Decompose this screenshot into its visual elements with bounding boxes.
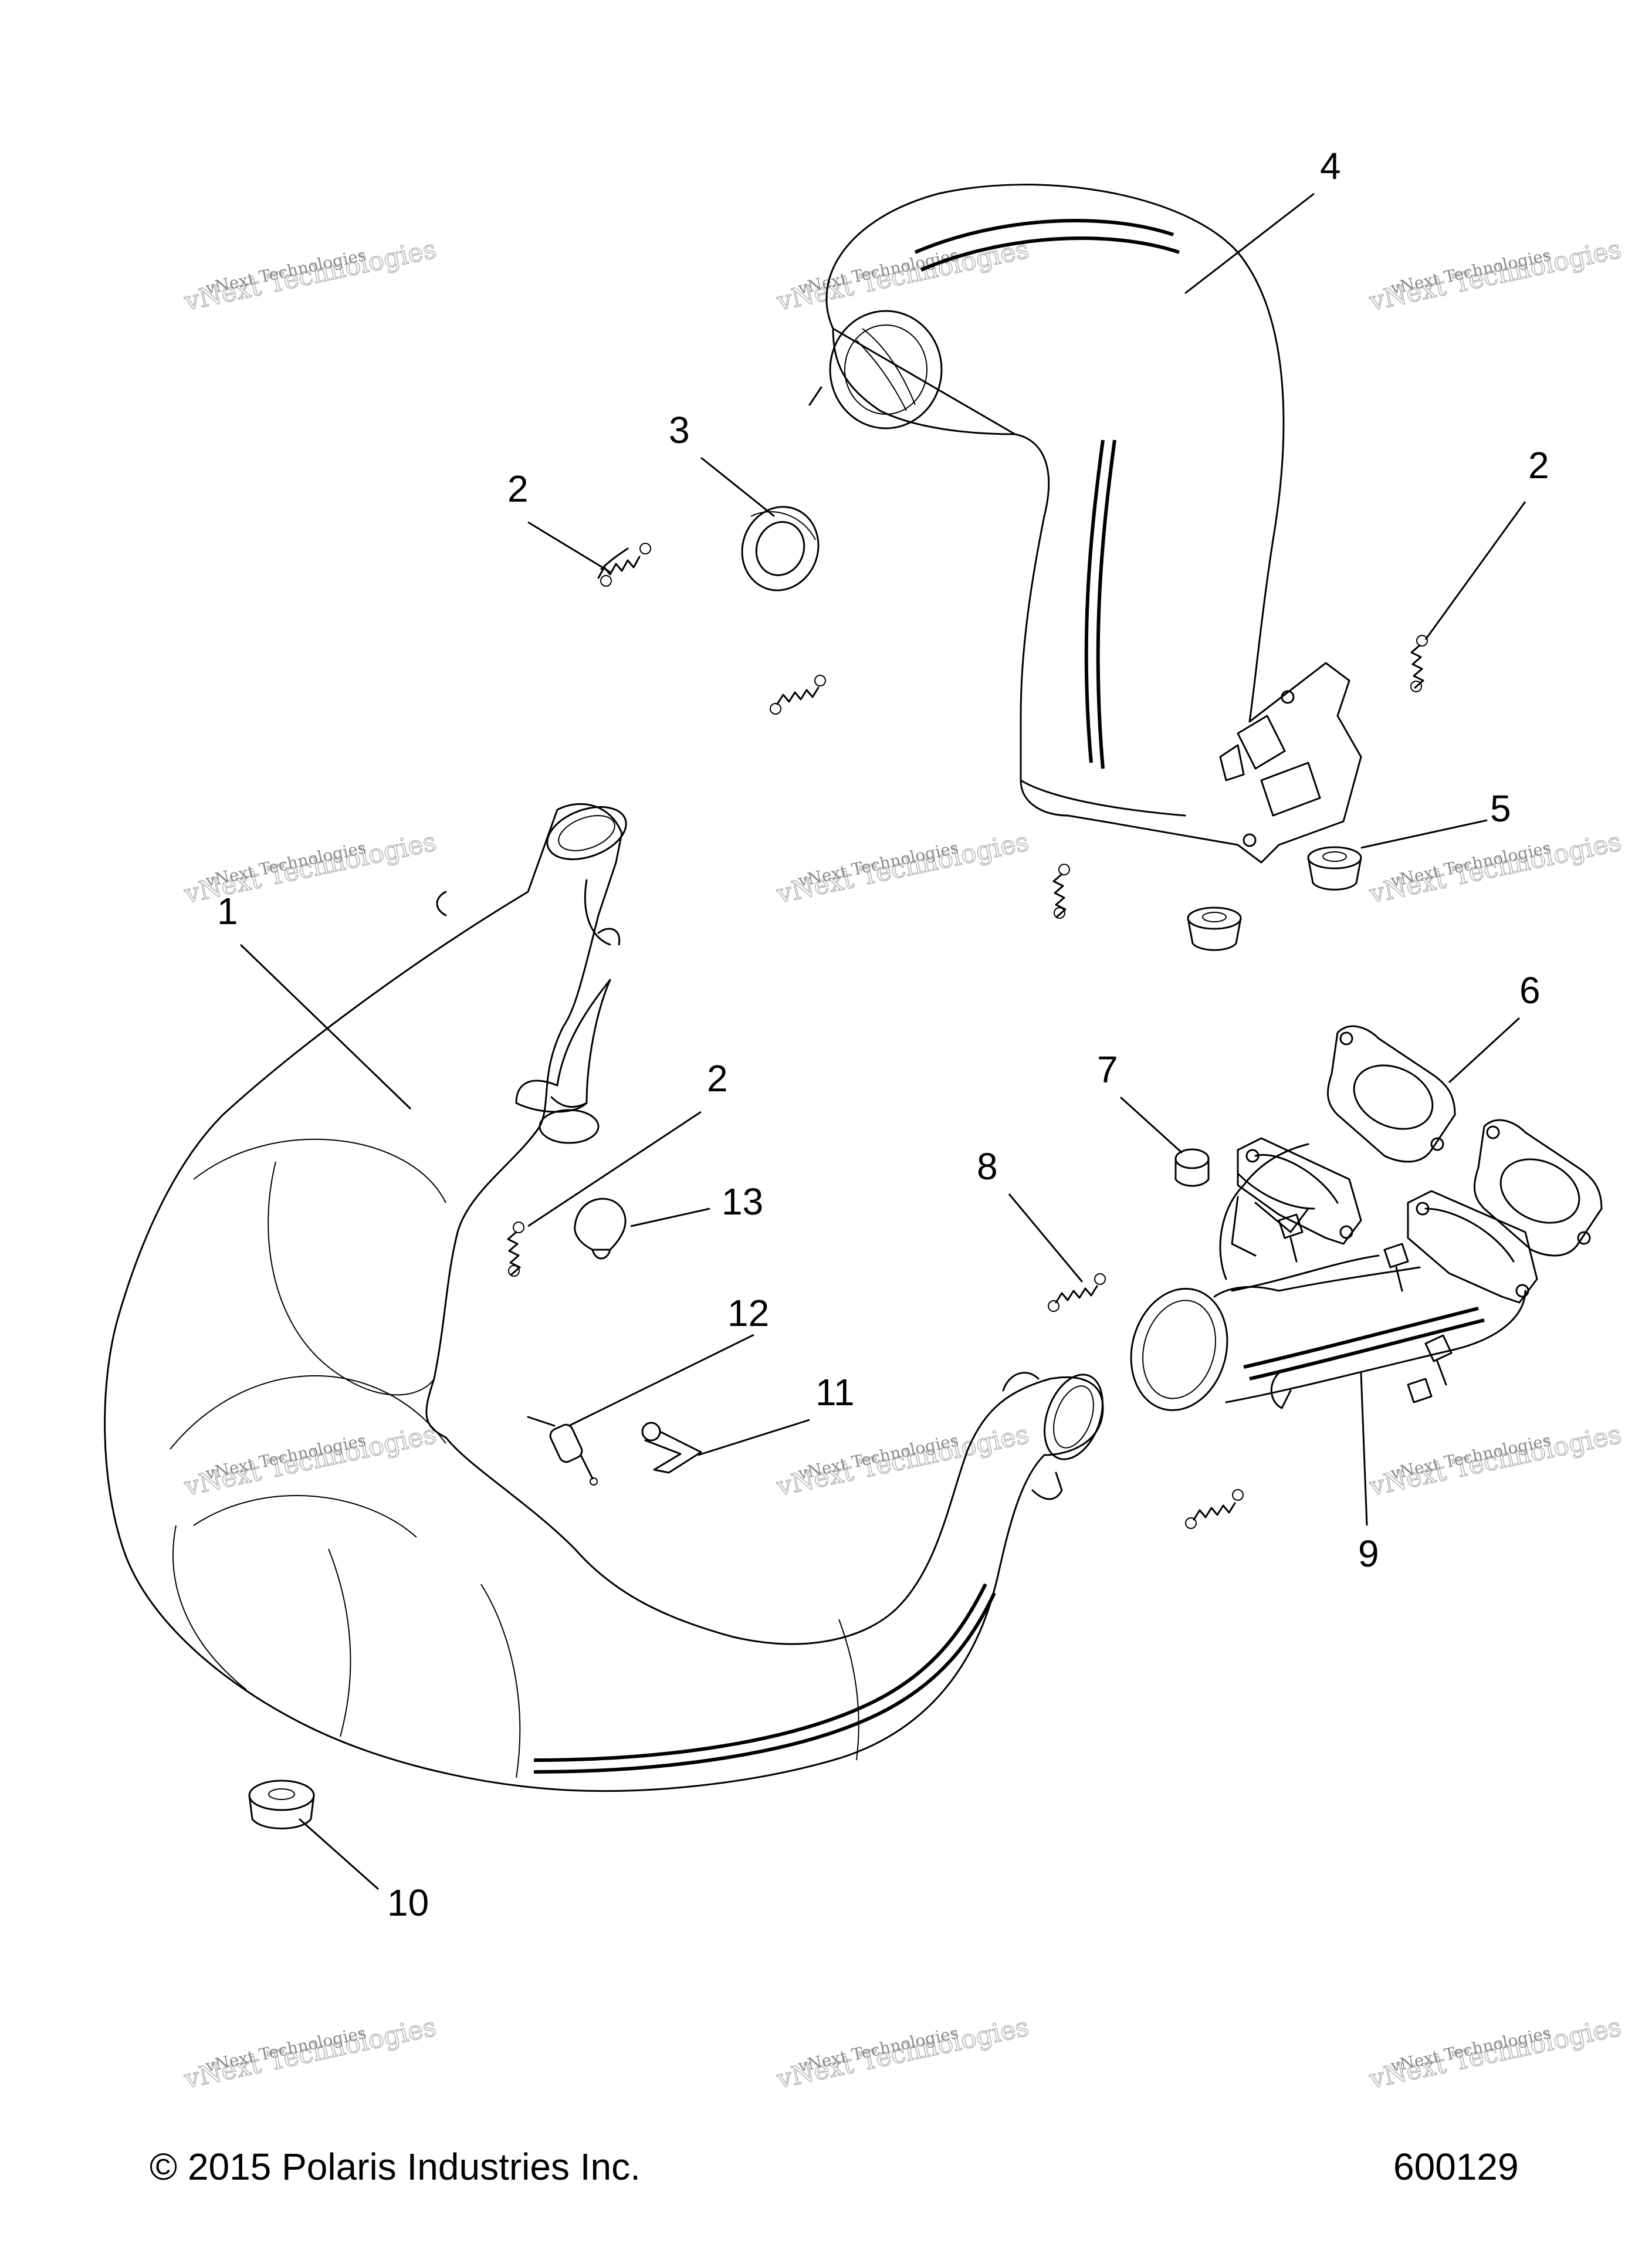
- part-hook-clip: [641, 1422, 702, 1474]
- callout-5: 5: [1490, 787, 1511, 830]
- callout-6: 6: [1519, 969, 1541, 1012]
- callout-13: 13: [722, 1180, 763, 1223]
- part-spring: [770, 675, 826, 715]
- callout-4: 4: [1320, 145, 1341, 187]
- callout-2: 2: [507, 468, 529, 510]
- part-gasket: [1326, 1025, 1456, 1163]
- part-bumper-cap: [574, 1197, 627, 1260]
- figure-number: 600129: [1393, 2146, 1519, 2188]
- part-y-manifold: [1130, 1137, 1538, 1412]
- callout-2: 2: [707, 1057, 728, 1100]
- part-seal-ring: [741, 506, 820, 591]
- watermark-group: vNext Technologies vNext Technologies vN…: [181, 234, 1624, 2095]
- callout-10: 10: [387, 1882, 429, 1924]
- callout-2: 2: [1528, 444, 1549, 486]
- watermark: vNext Technologies vNext Technologies: [773, 234, 1032, 317]
- watermark: vNext Technologies vNext Technologies: [181, 2011, 439, 2095]
- watermark: vNext Technologies vNext Technologies: [181, 1419, 439, 1503]
- callout-8: 8: [977, 1145, 998, 1188]
- part-spring: [1410, 635, 1428, 692]
- part-expansion-chamber: [104, 803, 1104, 1792]
- callout-1: 1: [217, 890, 238, 932]
- watermark: vNext Technologies vNext Technologies: [1366, 826, 1624, 910]
- part-bolt: [1174, 1148, 1210, 1187]
- part-spring: [1052, 864, 1070, 919]
- part-spring: [1048, 1273, 1106, 1312]
- part-spring: [1185, 1489, 1244, 1529]
- callout-9: 9: [1358, 1533, 1379, 1575]
- watermark: vNext Technologies vNext Technologies: [773, 826, 1032, 910]
- watermark: vNext Technologies vNext Technologies: [1366, 1419, 1624, 1503]
- callout-12: 12: [727, 1292, 769, 1334]
- watermark: vNext Technologies vNext Technologies: [773, 1419, 1032, 1503]
- part-spring: [597, 543, 651, 587]
- part-grommet: [1187, 906, 1242, 951]
- part-spring: [507, 1222, 524, 1277]
- watermark: vNext Technologies vNext Technologies: [1366, 234, 1624, 317]
- watermark: vNext Technologies vNext Technologies: [773, 2011, 1032, 2095]
- callout-3: 3: [669, 409, 690, 451]
- watermark: vNext Technologies vNext Technologies: [181, 234, 439, 317]
- copyright-text: © 2015 Polaris Industries Inc.: [150, 2146, 641, 2188]
- part-gasket: [1473, 1119, 1603, 1257]
- callout-7: 7: [1097, 1048, 1118, 1091]
- part-grommet: [1307, 846, 1362, 891]
- callout-labels: 1 2 2 2 3 4 5 6 7 8 9 10 11 12 13: [217, 145, 1549, 1924]
- part-head-pipe: [808, 184, 1362, 864]
- part-spring-pin: [527, 1416, 598, 1486]
- callout-11: 11: [815, 1371, 854, 1413]
- leader-lines: [239, 192, 1526, 1890]
- watermark: vNext Technologies vNext Technologies: [1366, 2011, 1624, 2095]
- part-grommet-lower: [248, 1780, 315, 1829]
